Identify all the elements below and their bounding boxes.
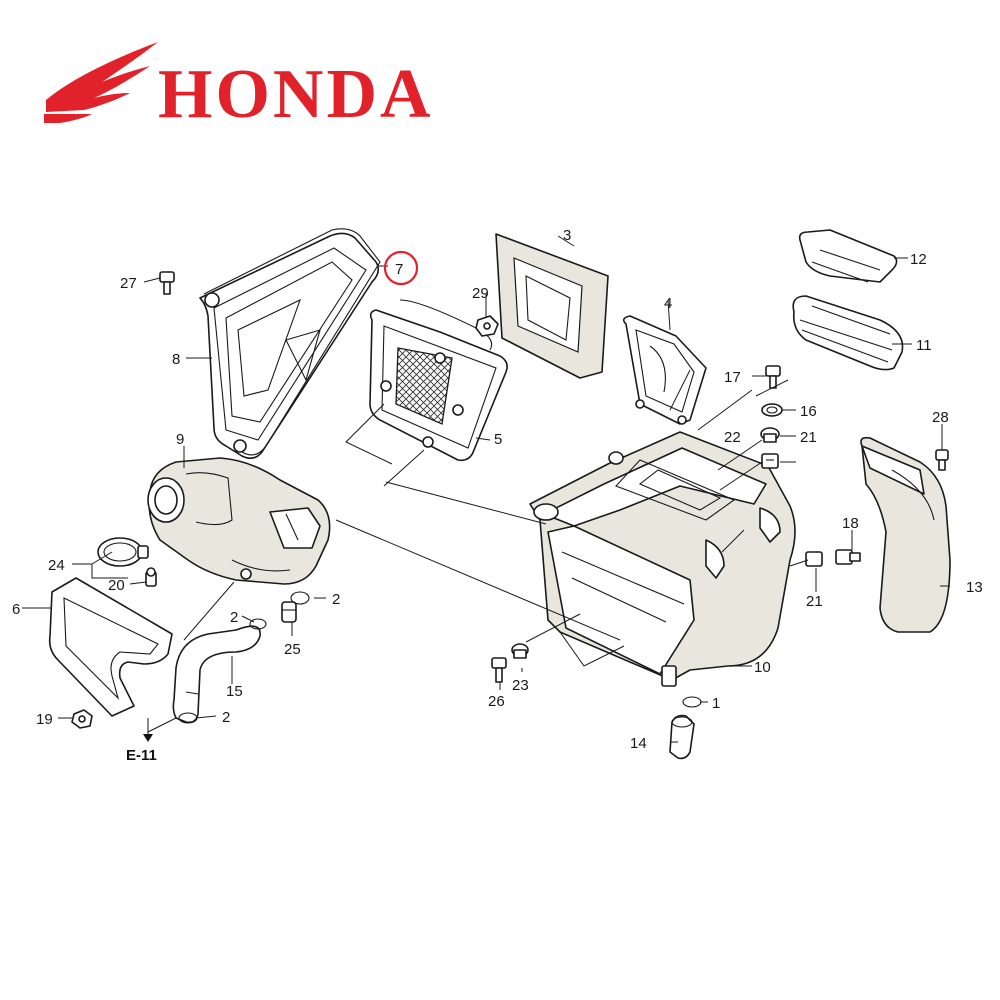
callout-13[interactable]: 13 — [966, 579, 983, 596]
callout-24[interactable]: 24 — [48, 557, 65, 574]
highlight-ring-icon — [383, 250, 419, 286]
part-21-clip-nut[interactable] — [761, 453, 823, 567]
part-11-intake-duct[interactable] — [792, 295, 904, 371]
callout-2-upper[interactable]: 2 — [332, 591, 340, 608]
honda-wordmark: HONDA — [158, 56, 434, 133]
callout-28[interactable]: 28 — [932, 409, 949, 426]
part-3-filter-pad[interactable] — [495, 233, 609, 379]
part-9-cleaner-housing[interactable] — [147, 457, 331, 585]
callout-labels: 27 7 8 3 4 29 5 12 11 17 16 21 22 28 18 … — [12, 227, 983, 752]
part-1-clip[interactable] — [682, 696, 702, 708]
part-18-bolt[interactable] — [835, 549, 861, 565]
part-24-clamp-band[interactable] — [97, 537, 149, 567]
part-4-element-frame[interactable] — [622, 315, 707, 425]
part-23-collar[interactable] — [511, 643, 529, 659]
part-12-duct-cap[interactable] — [798, 229, 898, 283]
section-reference[interactable]: E-11 — [126, 734, 157, 764]
callout-18[interactable]: 18 — [842, 515, 859, 532]
callout-12[interactable]: 12 — [910, 251, 927, 268]
callout-9[interactable]: 9 — [176, 431, 184, 448]
callout-17[interactable]: 17 — [724, 369, 741, 386]
part-19-nut[interactable] — [71, 709, 93, 729]
part-26-bolt[interactable] — [491, 657, 507, 683]
part-5-element-holder[interactable] — [369, 299, 508, 462]
part-28-bolt[interactable] — [935, 449, 949, 471]
part-27-bolt[interactable] — [159, 271, 175, 295]
callout-29[interactable]: 29 — [472, 285, 489, 302]
honda-logo: HONDA — [44, 42, 434, 133]
callout-23[interactable]: 23 — [512, 677, 529, 694]
arrow-down-icon — [143, 734, 153, 742]
callout-2-middle[interactable]: 2 — [230, 609, 238, 626]
callout-3[interactable]: 3 — [563, 227, 571, 244]
part-25-drain-plug[interactable] — [281, 601, 297, 623]
section-reference-label[interactable]: E-11 — [126, 747, 157, 764]
callout-leaders — [22, 235, 950, 743]
callout-14[interactable]: 14 — [630, 735, 647, 752]
callout-16[interactable]: 16 — [800, 403, 817, 420]
part-17-bolt[interactable] — [765, 365, 781, 389]
part-15-drain-tube[interactable] — [172, 625, 261, 724]
part-29-nut[interactable] — [475, 315, 499, 337]
callout-1[interactable]: 1 — [712, 695, 720, 712]
callout-11[interactable]: 11 — [916, 337, 932, 354]
part-10-cleaner-case[interactable] — [529, 431, 796, 687]
part-22-collar[interactable] — [760, 427, 780, 443]
part-20-screw[interactable] — [145, 567, 157, 587]
part-6-housing-gasket[interactable] — [48, 577, 173, 717]
callout-21-upper[interactable]: 21 — [800, 429, 817, 446]
honda-wing-icon — [44, 42, 158, 123]
callout-7[interactable]: 7 — [395, 261, 403, 278]
part-7-cover-gasket[interactable] — [203, 228, 381, 456]
callout-15[interactable]: 15 — [226, 683, 243, 700]
callout-8[interactable]: 8 — [172, 351, 180, 368]
element-mesh-icon — [395, 347, 453, 425]
callout-6[interactable]: 6 — [12, 601, 20, 618]
callout-19[interactable]: 19 — [36, 711, 53, 728]
callout-20[interactable]: 20 — [108, 577, 125, 594]
callout-27[interactable]: 27 — [120, 275, 137, 292]
callout-10[interactable]: 10 — [754, 659, 771, 676]
callout-21-lower[interactable]: 21 — [806, 593, 823, 610]
callout-25[interactable]: 25 — [284, 641, 301, 658]
callout-26[interactable]: 26 — [488, 693, 505, 710]
part-8-cleaner-cover[interactable] — [199, 232, 380, 460]
assembly-guide-lines — [147, 369, 809, 740]
part-13-side-duct[interactable] — [860, 436, 951, 633]
part-14-drain-cap[interactable] — [669, 714, 695, 760]
callout-5[interactable]: 5 — [494, 431, 502, 448]
part-16-grommet[interactable] — [761, 403, 783, 417]
callout-2-lower[interactable]: 2 — [222, 709, 230, 726]
callout-4[interactable]: 4 — [664, 295, 672, 312]
callout-22[interactable]: 22 — [724, 429, 741, 446]
